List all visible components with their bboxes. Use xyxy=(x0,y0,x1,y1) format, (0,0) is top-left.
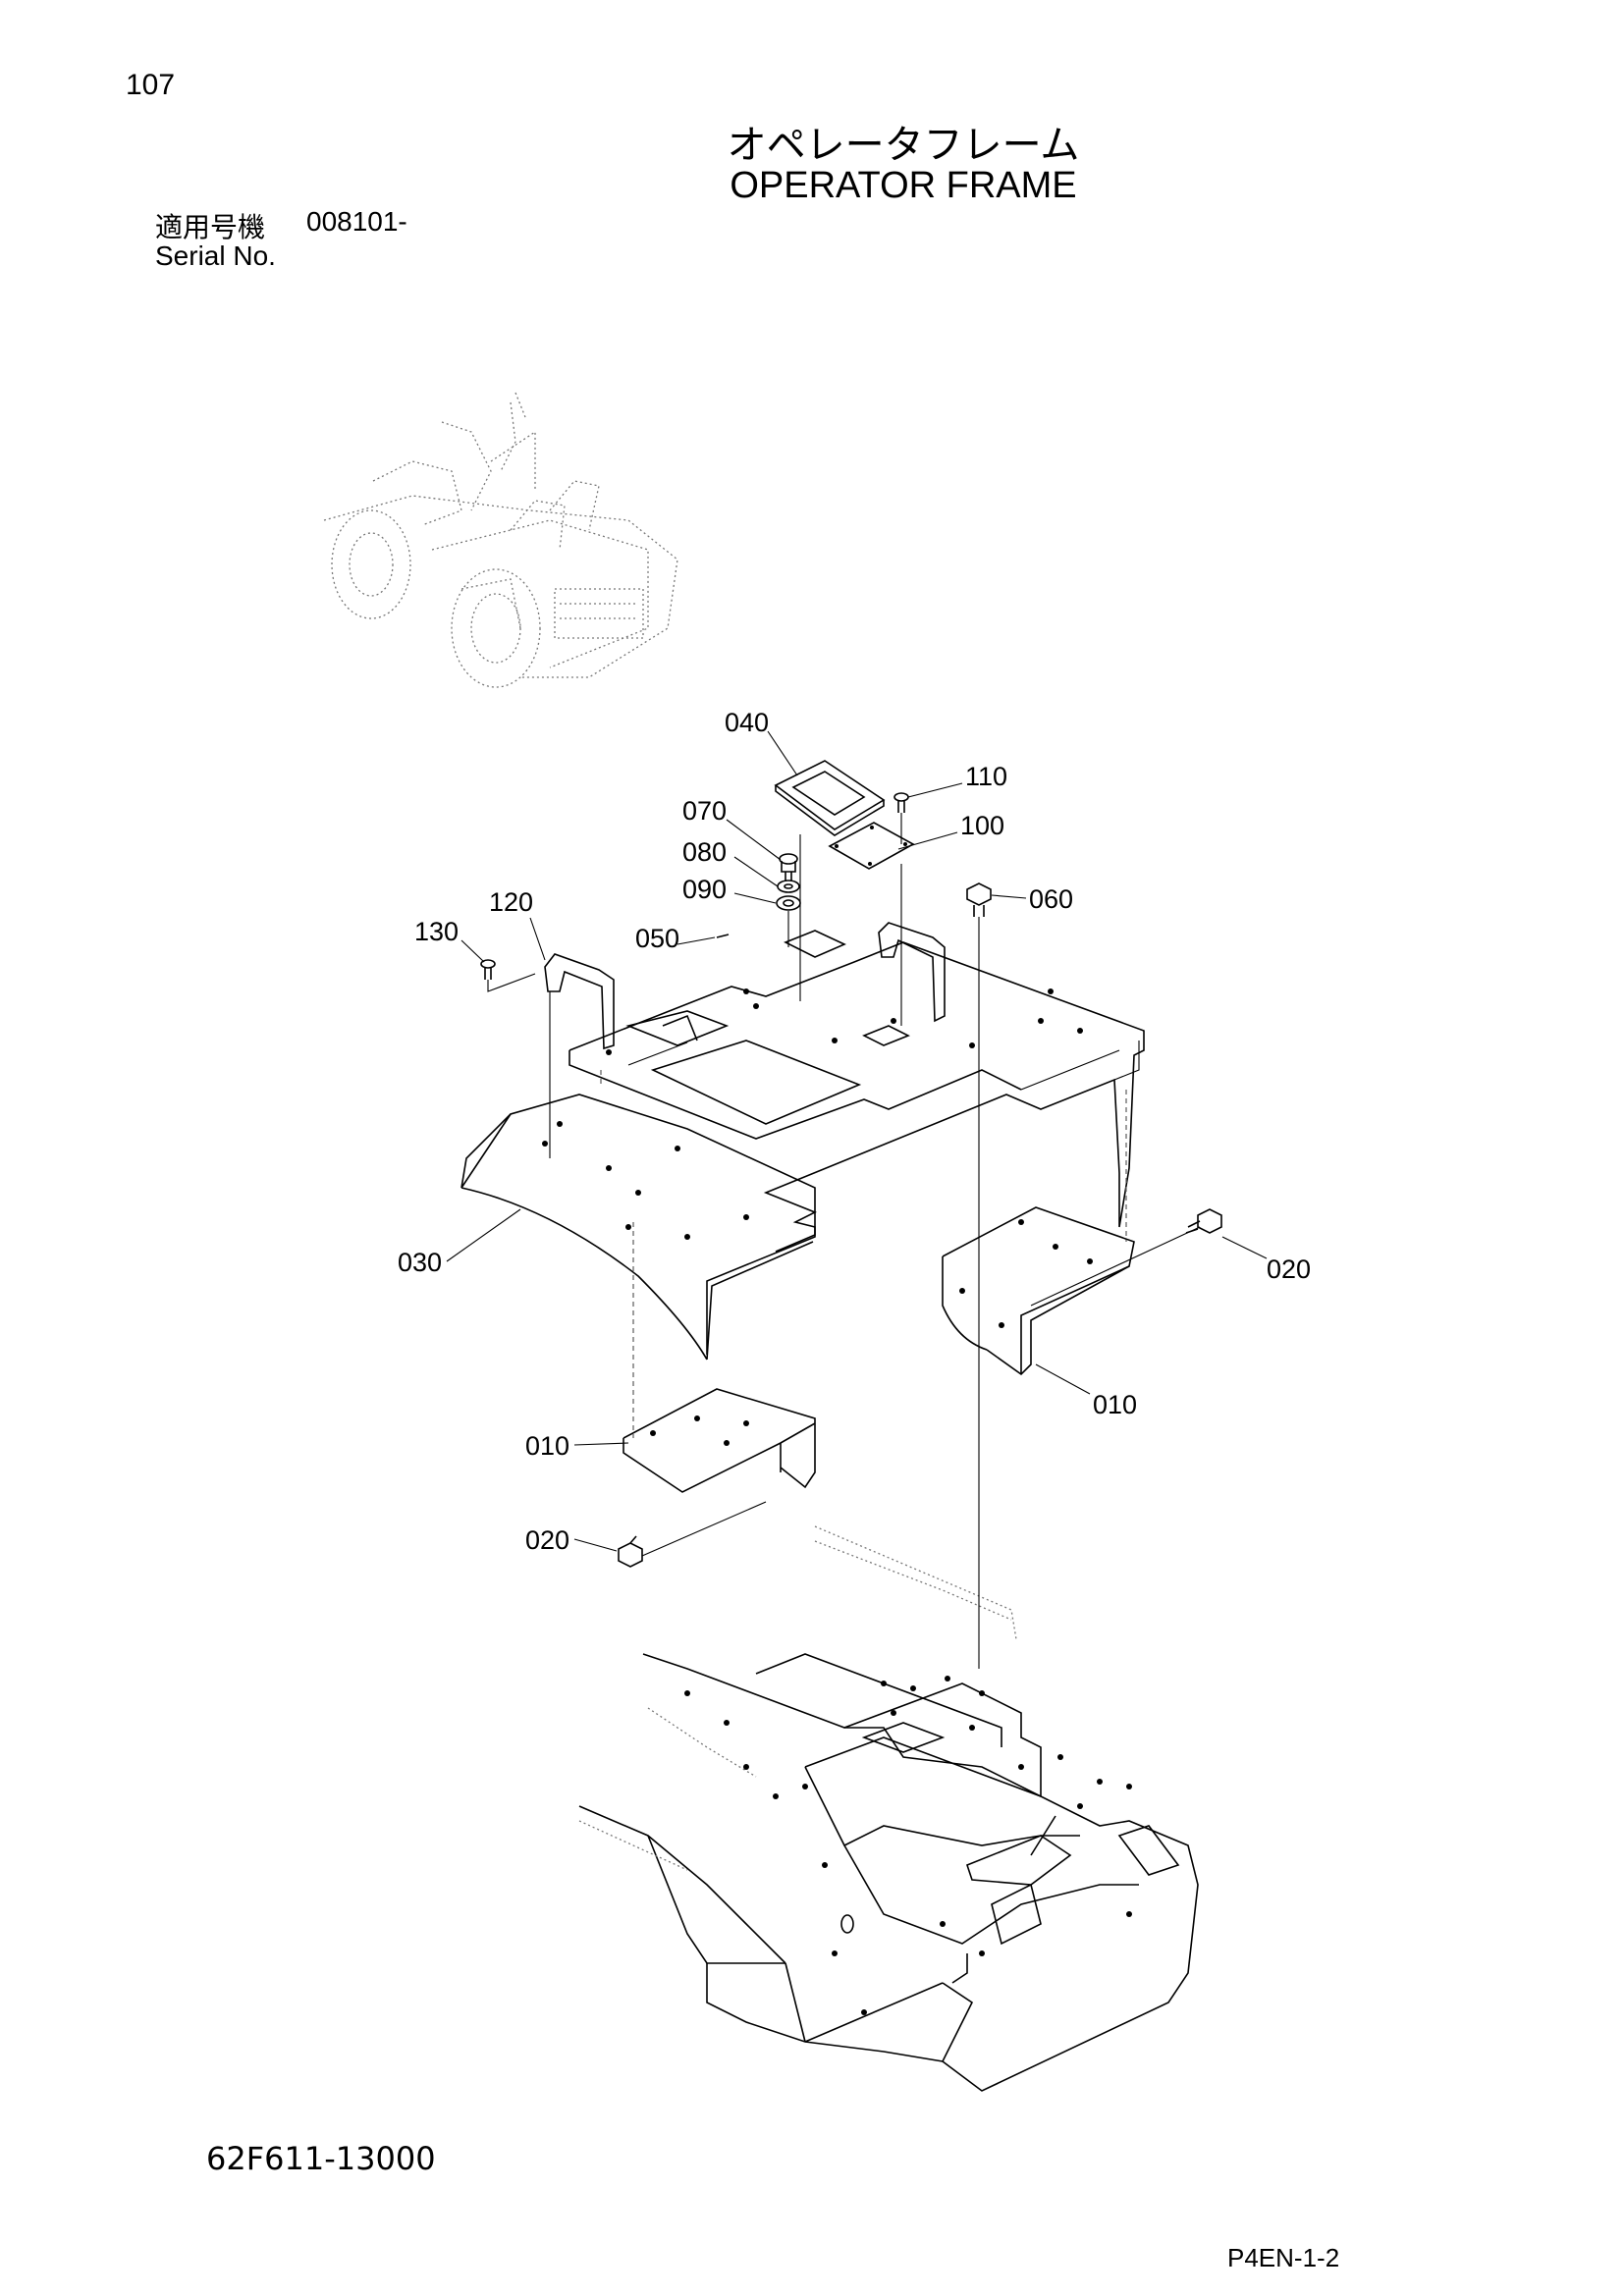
part-030-front-panel xyxy=(460,1094,816,1361)
part-110-bolt xyxy=(893,792,909,813)
callout-020-lower: 020 xyxy=(525,1525,569,1555)
part-020-bolt-right xyxy=(1185,1208,1222,1234)
part-080-washer xyxy=(777,880,800,893)
part-130-bolt xyxy=(480,959,496,980)
serial-number-value: 008101- xyxy=(306,206,407,237)
part-040-plate xyxy=(774,760,886,836)
callout-020-right: 020 xyxy=(1267,1255,1311,1284)
callout-130: 130 xyxy=(414,917,459,946)
callout-080: 080 xyxy=(682,837,727,867)
part-060-bolt xyxy=(966,882,992,917)
callout-120: 120 xyxy=(489,887,533,917)
callout-labels: 040 110 070 100 080 090 060 120 130 050 … xyxy=(398,708,1311,1555)
leader-lines xyxy=(446,730,1268,1552)
callout-110: 110 xyxy=(965,762,1007,791)
part-100-cover xyxy=(828,822,915,870)
serial-label: Serial No. xyxy=(155,240,276,271)
part-010-bracket-lower xyxy=(623,1388,816,1493)
callout-070: 070 xyxy=(682,796,727,826)
callout-100: 100 xyxy=(960,811,1004,840)
machine-overview-sketch xyxy=(323,392,678,688)
part-020-bolt-lower xyxy=(618,1535,643,1568)
part-010-bracket-right xyxy=(942,1206,1135,1376)
part-090-washer xyxy=(776,895,801,911)
callout-050: 050 xyxy=(635,924,679,953)
callout-090: 090 xyxy=(682,875,727,904)
page-number: 107 xyxy=(126,69,176,101)
callout-040: 040 xyxy=(725,708,769,737)
part-050-pin xyxy=(716,934,730,938)
part-code: 62F611-13000 xyxy=(206,2140,436,2177)
part-070-bolt xyxy=(779,853,798,881)
page-title: OPERATOR FRAME xyxy=(730,165,1077,206)
callout-060: 060 xyxy=(1029,884,1073,914)
part-120-handle xyxy=(544,953,615,1050)
callout-030: 030 xyxy=(398,1248,442,1277)
callout-010-lower: 010 xyxy=(525,1431,569,1461)
chassis-frame xyxy=(578,1525,1199,2092)
page-title-japanese: オペレータフレーム xyxy=(727,123,1080,168)
part-main-frame-plate xyxy=(568,922,1145,1253)
serial-label-japanese: 適用号機 xyxy=(155,211,266,243)
assembly-guide-lines xyxy=(487,813,1201,1669)
page-code: P4EN-1-2 xyxy=(1227,2243,1340,2272)
callout-010-right: 010 xyxy=(1093,1390,1137,1419)
